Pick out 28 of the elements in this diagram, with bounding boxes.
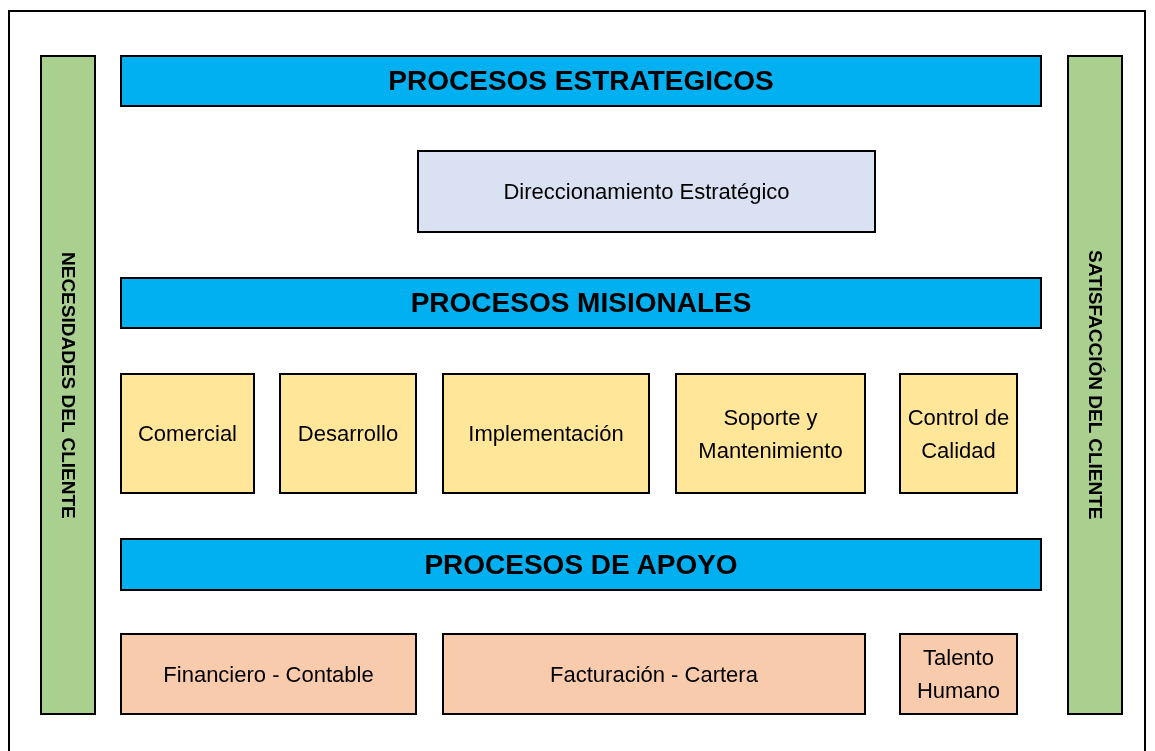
section-band <box>120 55 1042 107</box>
process-box <box>442 373 650 494</box>
side-label: SATISFACCIÓN DEL CLIENTE <box>1084 250 1106 520</box>
process-label: Desarrollo <box>296 420 400 448</box>
section-band <box>120 538 1042 591</box>
section-title: PROCESOS DE APOYO <box>424 548 738 581</box>
side-bar <box>1067 55 1123 715</box>
process-box <box>120 633 417 715</box>
process-label: Implementación <box>467 420 625 448</box>
process-label: Talento Humano <box>915 644 1002 705</box>
process-box <box>279 373 417 494</box>
process-label: Soporte y Mantenimiento <box>697 403 844 465</box>
section-title: PROCESOS MISIONALES <box>410 287 752 319</box>
process-box <box>675 373 866 494</box>
process-box <box>120 373 255 494</box>
side-bar <box>40 55 96 715</box>
process-label: Facturación - Cartera <box>549 660 759 689</box>
process-label: Control de Calidad <box>906 403 1011 465</box>
section-band <box>120 277 1042 329</box>
process-box <box>899 373 1018 494</box>
section-title: PROCESOS ESTRATEGICOS <box>388 65 774 97</box>
process-label: Comercial <box>137 420 238 448</box>
side-label: NECESIDADES DEL CLIENTE <box>57 251 79 519</box>
process-box <box>417 150 876 233</box>
process-box <box>442 633 866 715</box>
process-box <box>899 633 1018 715</box>
process-label: Direccionamiento Estratégico <box>502 178 791 206</box>
process-label: Financiero - Contable <box>162 660 375 689</box>
